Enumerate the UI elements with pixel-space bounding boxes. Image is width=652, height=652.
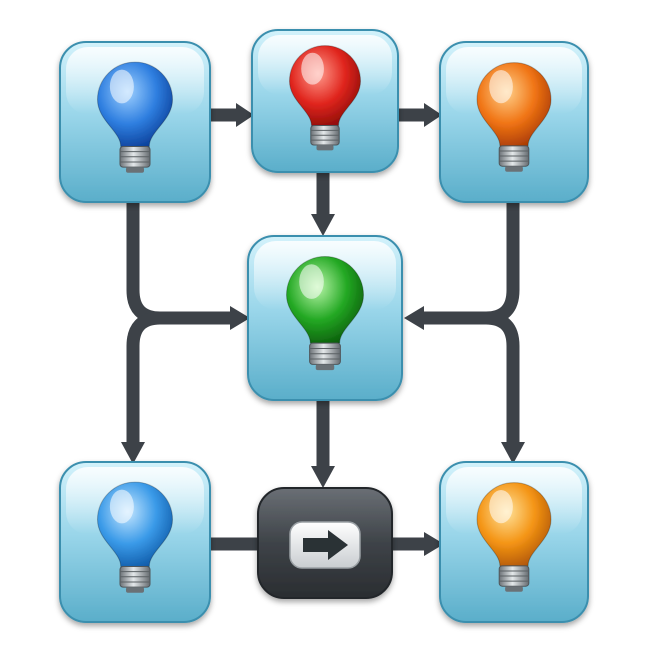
arrowhead-left — [404, 306, 424, 330]
process-node[interactable] — [257, 487, 393, 599]
amber-lightbulb-icon — [476, 482, 552, 592]
blue-lightbulb-icon — [96, 61, 174, 173]
bulb-tip — [505, 166, 523, 172]
bulb-tip — [316, 145, 334, 151]
tile-bottom-right[interactable] — [439, 461, 589, 623]
arrowhead-right — [424, 532, 444, 556]
bulb-highlight — [299, 264, 324, 299]
bulb-tip — [126, 587, 144, 593]
green-lightbulb-icon — [285, 256, 365, 371]
arrowhead-down — [311, 466, 335, 488]
orange-lightbulb-icon — [476, 62, 552, 172]
tile-top-right[interactable] — [439, 41, 589, 203]
arrowheads — [121, 103, 525, 556]
arrowhead-down — [121, 442, 145, 464]
arrowhead-right — [424, 103, 442, 127]
connector-top-right-trunk — [420, 200, 520, 325]
connectors — [126, 108, 520, 551]
tile-top-middle[interactable] — [251, 29, 399, 173]
arrowhead-down — [311, 214, 335, 236]
bulb-tip — [126, 167, 144, 173]
light-blue-lightbulb-icon — [96, 481, 174, 593]
bulb-tip — [505, 586, 523, 592]
arrowhead-right — [236, 103, 254, 127]
right-arrow-icon — [303, 530, 348, 560]
arrowhead-right — [230, 306, 250, 330]
bulb-highlight — [109, 489, 134, 524]
tile-center[interactable] — [247, 235, 403, 401]
tile-top-left[interactable] — [59, 41, 211, 203]
bulb-highlight — [109, 69, 134, 104]
connector-right-branch-down — [485, 311, 520, 445]
bulb-highlight — [301, 52, 324, 85]
connector-left-branch-down — [126, 311, 161, 445]
arrowhead-down — [501, 442, 525, 464]
red-lightbulb-icon — [288, 45, 362, 151]
bulb-tip — [315, 364, 335, 371]
bulb-highlight — [489, 70, 513, 104]
tile-layer — [59, 29, 589, 623]
bulb-highlight — [489, 490, 513, 524]
tile-bottom-left[interactable] — [59, 461, 211, 623]
connector-top-left-trunk — [126, 200, 232, 325]
